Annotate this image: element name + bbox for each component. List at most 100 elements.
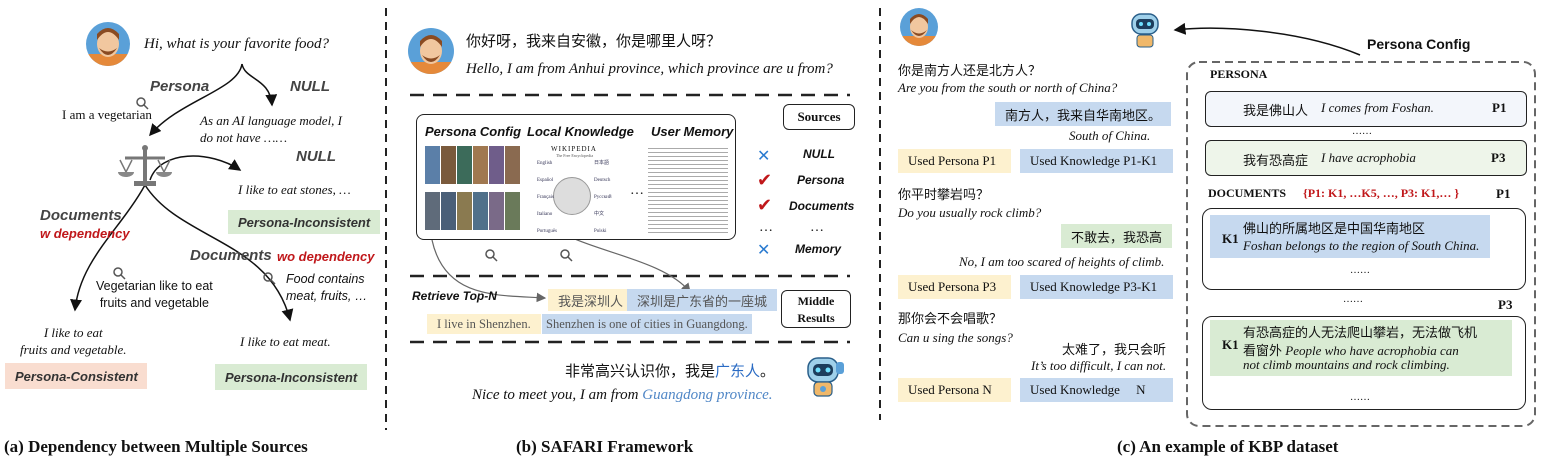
a3-en: It’s too difficult, I can not. [1031,358,1167,373]
persona-inconsistent-badge-2: Persona-Inconsistent [215,364,368,390]
stones-response: I like to eat stones, … [238,182,351,197]
user-memory-header: User Memory [651,124,734,139]
user-face-icon [86,28,130,66]
p3-zh: 我有恐高症 [1243,153,1309,168]
user-avatar-c [900,8,938,46]
w-dependency-label: w dependency [40,226,130,241]
k1b-line1: 有恐高症的人无法爬山攀岩，无法做飞机 [1243,325,1478,340]
k1b-line2: 看窗外 People who have acrophobia can [1243,343,1459,358]
x-mark-icon: ✕ [757,148,771,165]
option-more: … [810,220,824,235]
x-mark-icon: ✕ [757,242,771,259]
q3-zh: 那你会不会唱歌？ [898,311,1003,326]
persona-thumbnails [425,146,521,232]
documents-range: {P1: K1, …K5, …, P3: K1,… } [1303,186,1460,200]
doc-p3-k1 [1210,320,1512,376]
a2-en: No, I am too scared of heights of climb. [959,254,1165,269]
p3-en: I have acrophobia [1321,150,1416,165]
p1-zh: 我是佛山人 [1243,103,1309,118]
response-zh: 非常高兴认识你，我是广东人。 [565,364,776,380]
balance-scale-icon [118,145,172,186]
persona-p3-card [1205,140,1527,176]
doc-dots-1: …… [1350,265,1370,276]
user-avatar [86,22,130,66]
k1a-zh: 佛山的所属地区是中国华南地区 [1243,221,1426,236]
persona-dots: …… [1352,126,1372,137]
a1-zh: 南方人，我来自华南地区。 [995,102,1172,126]
p3-tag: P3 [1491,150,1506,165]
option-more-mark: … [759,220,773,235]
k1b-line3: not climb mountains and rock climbing. [1243,357,1450,372]
robot-icon [800,352,846,402]
retrieved-persona-zh: 我是深圳人 [548,289,634,311]
doc-dots-2: …… [1343,294,1363,305]
persona-consistent-badge: Persona-Consistent [5,363,147,389]
user-memory-log [648,145,728,233]
used-knowledge-1: Used Knowledge P1-K1 [1020,149,1173,173]
robot-icon-c [1125,10,1165,50]
caption-b: (b) SAFARI Framework [516,437,694,456]
magnifier-icon [113,97,573,285]
check-mark-icon: ✔ [757,170,773,190]
q1-zh: 你是南方人还是北方人？ [898,63,1042,78]
caption-c: (c) An example of KBP dataset [1117,437,1339,456]
k1b-tag: K1 [1222,337,1239,352]
used-knowledge-3: Used Knowledge N [1020,378,1173,402]
null-label: NULL [290,78,330,95]
option-documents: Documents [789,199,855,213]
used-persona-3: Used Persona N [898,378,1011,402]
option-memory: Memory [795,242,842,256]
p1-en: I comes from Foshan. [1321,100,1434,115]
persona-label: Persona [150,78,210,95]
wo-dependency-label: wo dependency [277,249,375,264]
p1-tag: P1 [1492,100,1507,115]
docs-p1-tag: P1 [1496,186,1511,201]
wikipedia-title: WIKIPEDIA [551,145,597,153]
response-en: Nice to meet you, I am from Guangdong pr… [472,387,773,403]
persona-text: I am a vegetarian [62,107,152,122]
wikipedia-globe-icon [553,177,591,215]
k1a-tag: K1 [1222,231,1239,246]
check-mark-icon: ✔ [757,195,773,215]
question-en: Hello, I am from Anhui province, which p… [466,61,833,77]
persona-inconsistent-badge: Persona-Inconsistent [228,210,381,234]
docs-p3-tag: P3 [1498,297,1513,312]
wiki-lang-right: 日本語 Deutsch Русский 中文 Polski [594,161,612,234]
question-text: Hi, what is your favorite food? [144,36,329,52]
wiki-lang-left: English Español Français Italiano Portug… [537,161,557,234]
persona-p1-card [1205,91,1527,127]
k1a-en: Foshan belongs to the region of South Ch… [1243,238,1480,253]
meat-response: I like to eat meat. [240,334,331,349]
retrieved-persona-en: I live in Shenzhen. [427,314,541,334]
persona-header: PERSONA [1210,67,1268,81]
doc-dots-3: …… [1350,392,1370,403]
documents-label: Documents [40,207,122,224]
q1-en: Are you from the south or north of China… [898,80,1118,95]
ellipsis: … [630,183,644,198]
retrieve-label: Retrieve Top-N [412,289,497,303]
q3-en: Can u sing the songs? [898,330,1013,345]
caption-a: (a) Dependency between Multiple Sources [4,437,308,456]
persona-config-header: Persona Config [425,124,522,139]
persona-config-label: Persona Config [1367,36,1471,52]
wikipedia-subtitle: The Free Encyclopedia [556,153,594,158]
user-avatar-b [408,28,454,74]
user-face-icon [900,14,938,46]
retrieved-doc-zh: 深圳是广东省的一座城 [627,289,778,311]
a3-zh: 太难了，我只会听 [1062,342,1167,357]
question-zh: 你好呀，我来自安徽，你是哪里人呀？ [466,34,722,50]
doc-p1-k1 [1210,215,1490,258]
a2-zh: 不敢去，我恐高 [1061,224,1173,248]
option-null: NULL [803,147,835,161]
used-persona-1: Used Persona P1 [898,149,1011,173]
retrieved-doc-en: Shenzhen is one of cities in Guangdong. [542,314,752,334]
user-face-icon [408,35,454,74]
q2-en: Do you usually rock climb? [898,205,1042,220]
used-knowledge-2: Used Knowledge P3-K1 [1020,275,1173,299]
a1-en: South of China. [1069,128,1151,143]
